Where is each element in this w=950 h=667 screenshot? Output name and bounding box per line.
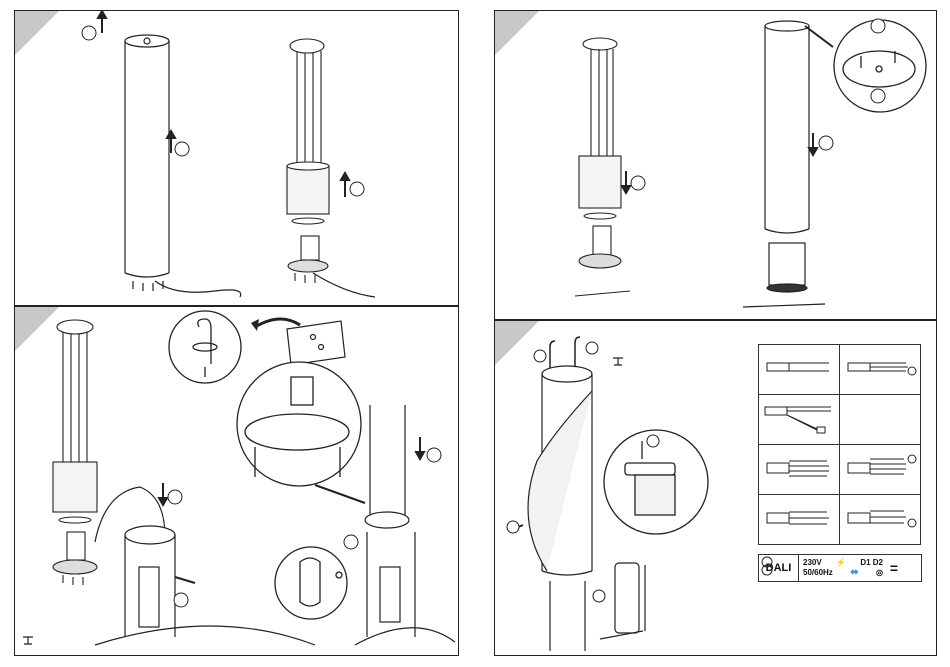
callout-circle: [586, 342, 598, 354]
callout-circle: [168, 490, 182, 504]
step-2-illustration: [495, 11, 937, 320]
bollard-tube: [528, 366, 592, 651]
wiring-cell-3-core-earth: [840, 345, 921, 395]
power-cable: [313, 273, 375, 297]
ballast-driver: [600, 563, 645, 639]
wiring-cell-3-core: [759, 495, 840, 545]
terminal-icon: ◎: [876, 568, 883, 577]
callout-circle: [174, 593, 188, 607]
step-3-illustration: [15, 307, 459, 656]
allen-key-icon: [550, 337, 580, 369]
dali-spec: 230V ⚡ D1 D2 50/60Hz ⬌ ◎: [799, 555, 887, 581]
callout-circle: [175, 142, 189, 156]
ground-post: [355, 405, 455, 645]
allen-key-icon: [255, 319, 300, 327]
callout-circle: [593, 590, 605, 602]
callout-circle: [427, 448, 441, 462]
earth-ground-icon: [908, 367, 916, 375]
wiring-cell-empty: [840, 395, 921, 445]
wiring-cell-4-core: [759, 445, 840, 495]
hand-detail: [275, 547, 347, 619]
callout-circle: [82, 26, 96, 40]
step-panel-3: [14, 306, 459, 656]
wiring-cell-2-core: [759, 345, 840, 395]
wiring-cell-4-core-earth: [840, 495, 921, 545]
connection-detail: [237, 362, 361, 486]
insulated-glove-icon: [23, 637, 33, 644]
wiring-cell-5-core-earth: [840, 445, 921, 495]
double-arrow-icon: ⬌: [850, 567, 858, 578]
step-1-illustration: [15, 11, 459, 306]
callout-circle: [647, 435, 659, 447]
lower-arrow: [809, 133, 817, 155]
frequency-label: 50/60Hz: [803, 568, 833, 577]
terminals-label: D1 D2: [860, 558, 883, 567]
bollard-exploded: [53, 320, 97, 585]
power-cable: [155, 281, 241, 297]
wiring-diagram-table: [758, 344, 921, 545]
dali-spec-row: DALI 230V ⚡ D1 D2 50/60Hz ⬌ ◎ =: [758, 554, 922, 582]
lower-arrow: [416, 437, 424, 459]
callout-circle: [534, 350, 546, 362]
wiring-cell-5-core-wago: [759, 395, 840, 445]
callout-circle: [871, 89, 885, 103]
bollard-exploded: [287, 39, 329, 283]
equals-sign: =: [887, 560, 901, 576]
callout-circle: [631, 176, 645, 190]
detail-leader: [315, 485, 365, 503]
callout-circle: [350, 182, 364, 196]
bollard-exploded: [575, 38, 630, 296]
screw-bag: [287, 321, 345, 365]
step-panel-4: DALI 230V ⚡ D1 D2 50/60Hz ⬌ ◎ =: [494, 320, 937, 656]
insulated-glove-icon: [613, 358, 623, 365]
voltage-label: 230V: [803, 558, 822, 567]
callout-circle: [819, 136, 833, 150]
lift-arrow: [341, 173, 349, 197]
callout-circle: [871, 19, 885, 33]
allen-key-detail: [169, 311, 241, 383]
lower-arrow: [622, 171, 630, 193]
step-panel-1: [14, 10, 459, 306]
bollard-tube: [125, 35, 169, 291]
lightning-icon: ⚡: [836, 558, 846, 567]
step-panel-2: [494, 10, 937, 320]
callout-circle: [344, 535, 358, 549]
callout-circle: [507, 521, 519, 533]
bollard-tube: [743, 21, 825, 307]
lift-arrow: [98, 11, 175, 153]
